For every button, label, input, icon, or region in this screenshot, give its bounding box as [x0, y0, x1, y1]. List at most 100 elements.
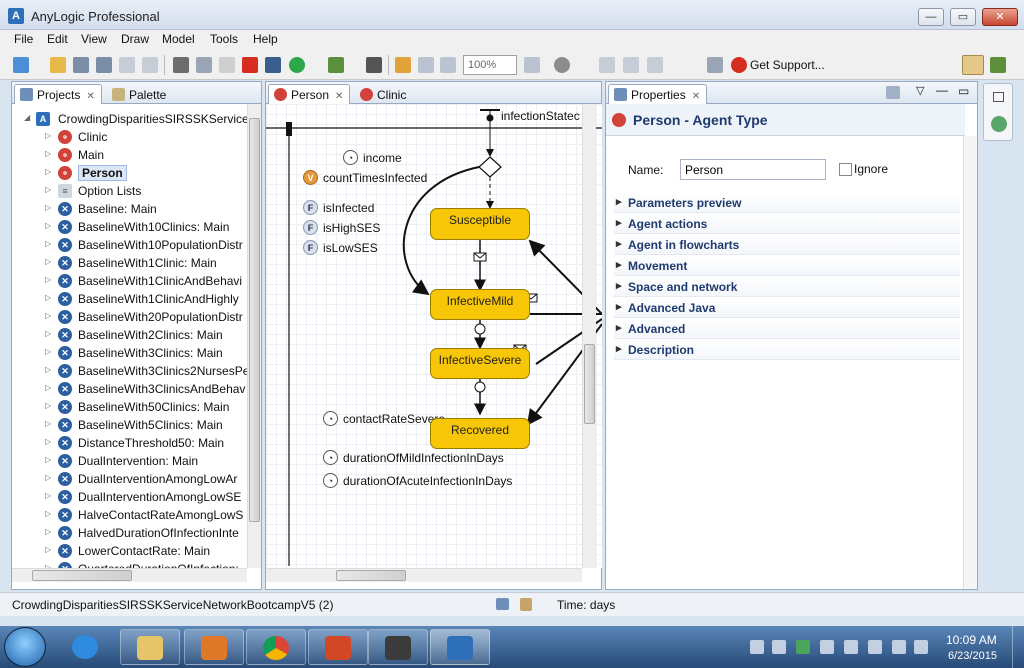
debug-icon[interactable] — [328, 57, 344, 73]
expand-arrow-icon[interactable]: ▷ — [45, 275, 52, 284]
maximize-view-icon[interactable]: ▭ — [958, 84, 970, 98]
editor-horizontal-scrollbar[interactable] — [266, 568, 582, 582]
align-icon[interactable] — [623, 57, 639, 73]
expand-arrow-icon[interactable]: ▷ — [45, 527, 52, 536]
expand-arrow-icon[interactable]: ▷ — [45, 293, 52, 302]
expand-arrow-icon[interactable]: ▷ — [45, 437, 52, 446]
pan-icon[interactable] — [554, 57, 570, 73]
tray-icon-3[interactable] — [796, 640, 810, 654]
parameter-duration-acute[interactable]: ◔durationOfAcuteInfectionInDays — [323, 473, 512, 488]
delete-icon[interactable] — [242, 57, 258, 73]
close-button[interactable]: ✕ — [982, 8, 1018, 26]
section-advanced[interactable]: Advanced — [614, 319, 960, 339]
expand-arrow-icon[interactable]: ▷ — [45, 131, 52, 140]
expand-arrow-icon[interactable]: ▷ — [45, 257, 52, 266]
close-icon[interactable]: ✕ — [335, 91, 344, 102]
expand-arrow-icon[interactable]: ▷ — [45, 329, 52, 338]
state-recovered[interactable]: Recovered — [430, 418, 530, 449]
run-icon[interactable] — [289, 57, 305, 73]
expand-arrow-icon[interactable]: ▷ — [45, 311, 52, 320]
menu-file[interactable]: File — [14, 32, 34, 46]
zoom-fit-icon[interactable] — [440, 57, 456, 73]
projects-vertical-scrollbar[interactable] — [247, 104, 261, 568]
restore-icon[interactable] — [993, 92, 1004, 102]
expand-arrow-icon[interactable]: ▷ — [45, 509, 52, 518]
cut-icon[interactable] — [173, 57, 189, 73]
parameter-contact-rate-severe[interactable]: ◔contactRateSevere — [323, 411, 445, 426]
menu-view[interactable]: View — [81, 32, 107, 46]
section-advanced-java[interactable]: Advanced Java — [614, 298, 960, 318]
taskbar-powerpoint[interactable] — [308, 629, 368, 665]
open-icon[interactable] — [50, 57, 66, 73]
tab-projects[interactable]: Projects✕ — [14, 84, 102, 104]
expand-arrow-icon[interactable]: ▷ — [45, 401, 52, 410]
expand-arrow-icon[interactable]: ▷ — [45, 365, 52, 374]
tray-icon-6[interactable] — [868, 640, 882, 654]
taskbar-chrome[interactable] — [246, 629, 306, 665]
tray-icon-5[interactable] — [844, 640, 858, 654]
tray-icon-4[interactable] — [820, 640, 834, 654]
arrange-icon[interactable] — [647, 57, 663, 73]
save-all-icon[interactable] — [96, 57, 112, 73]
tab-clinic[interactable]: Clinic — [354, 84, 413, 104]
taskbar-media[interactable] — [184, 629, 244, 665]
expand-arrow-icon[interactable]: ▷ — [45, 491, 52, 500]
section-movement[interactable]: Movement — [614, 256, 960, 276]
properties-scrollbar[interactable] — [963, 136, 977, 589]
expand-arrow-icon[interactable]: ▷ — [45, 221, 52, 230]
undo-icon[interactable] — [119, 57, 135, 73]
section-parameters-preview[interactable]: Parameters preview — [614, 193, 960, 213]
expand-arrow-icon[interactable]: ▷ — [45, 239, 52, 248]
volume-icon[interactable] — [914, 640, 928, 654]
view-menu-icon[interactable]: ▽ — [916, 85, 925, 97]
section-description[interactable]: Description — [614, 340, 960, 360]
console-icon[interactable] — [496, 598, 509, 610]
select-tool-icon[interactable] — [395, 57, 411, 73]
stop-icon[interactable] — [366, 57, 382, 73]
zoom-in-icon[interactable] — [524, 57, 540, 73]
parameter-duration-mild[interactable]: ◔durationOfMildInfectionInDays — [323, 450, 504, 465]
taskbar-anylogic[interactable] — [430, 629, 490, 665]
expand-arrow-icon[interactable]: ▷ — [45, 203, 52, 212]
close-icon[interactable]: ✕ — [86, 91, 95, 102]
expand-arrow-icon[interactable]: ▷ — [45, 419, 52, 428]
network-icon[interactable] — [892, 640, 906, 654]
paste-icon[interactable] — [219, 57, 235, 73]
menu-model[interactable]: Model — [162, 32, 195, 46]
clock-time[interactable]: 10:09 AM — [946, 633, 997, 647]
expand-arrow-icon[interactable]: ▷ — [45, 563, 52, 568]
expand-arrow-icon[interactable]: ▷ — [45, 383, 52, 392]
expand-arrow-icon[interactable]: ▷ — [45, 455, 52, 464]
close-icon[interactable]: ✕ — [691, 91, 701, 102]
name-field[interactable] — [680, 159, 826, 180]
zoom-region-icon[interactable] — [418, 57, 434, 73]
lifebuoy-icon[interactable] — [731, 57, 747, 73]
section-agent-actions[interactable]: Agent actions — [614, 214, 960, 234]
projects-horizontal-scrollbar[interactable] — [12, 568, 247, 582]
wand-icon[interactable] — [707, 57, 723, 73]
expand-arrow-icon[interactable]: ▷ — [45, 185, 52, 194]
perspective-debug-icon[interactable] — [990, 57, 1006, 73]
ignore-checkbox[interactable] — [839, 163, 852, 176]
build-icon[interactable] — [265, 57, 281, 73]
state-infective-mild[interactable]: InfectiveMild — [430, 289, 530, 320]
parameter-income[interactable]: ◔income — [343, 150, 402, 165]
save-icon[interactable] — [73, 57, 89, 73]
zoom-select[interactable]: 100% — [463, 55, 517, 75]
menu-tools[interactable]: Tools — [210, 32, 239, 46]
maximize-button[interactable]: ▭ — [950, 8, 976, 26]
statechart-label[interactable]: infectionStatec — [501, 109, 580, 123]
taskbar-window[interactable] — [368, 629, 428, 665]
get-support-link[interactable]: Get Support... — [750, 58, 825, 72]
clock-date[interactable]: 6/23/2015 — [948, 650, 997, 662]
pin-icon[interactable] — [886, 86, 900, 99]
perspective-model-icon[interactable] — [962, 55, 984, 75]
start-button[interactable] — [4, 627, 46, 667]
outline-icon[interactable] — [991, 116, 1007, 132]
taskbar-ie[interactable] — [56, 629, 116, 665]
